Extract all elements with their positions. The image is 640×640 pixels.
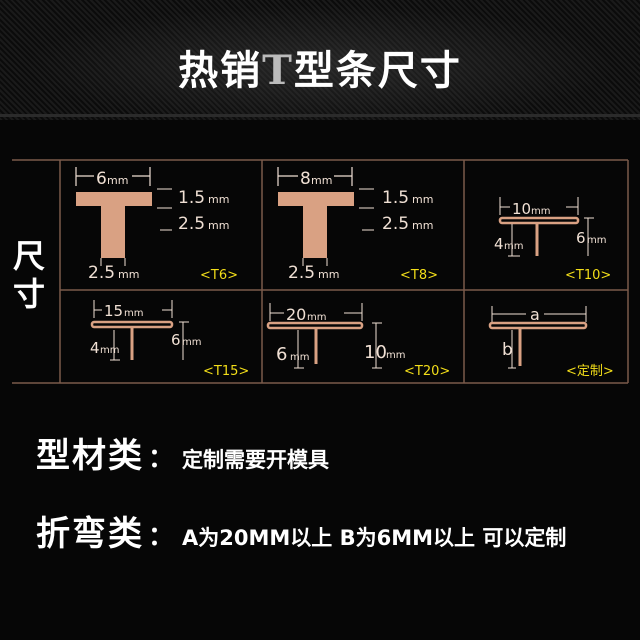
t8-stem-unit: mm	[318, 268, 339, 281]
t6-thick-1-unit: mm	[208, 193, 229, 206]
t20-right-unit: mm	[386, 350, 405, 361]
table-grid	[12, 159, 629, 384]
cell-t8: 8 mm 1.5 mm 2.5 mm 2.5 mm <T8>	[277, 167, 438, 283]
t10-right-unit: mm	[587, 235, 606, 246]
t6-stem-width: 2.5	[88, 263, 115, 283]
t6-top-width: 6	[96, 169, 107, 189]
t10-right-height: 6	[576, 229, 586, 247]
custom-left-height: b	[502, 340, 513, 360]
t6-top-unit: mm	[107, 174, 128, 187]
cell-t10: 10 mm 4 mm 6 mm <T10>	[494, 197, 611, 283]
side-label: 尺 寸	[12, 237, 46, 313]
t6-thick-2-unit: mm	[208, 219, 229, 232]
cell-t20: 20 mm 6 mm 10 mm <T20>	[266, 303, 450, 379]
t15-top-width: 15	[104, 302, 123, 320]
t20-left-unit: mm	[290, 352, 309, 363]
title-post: 型条尺寸	[293, 48, 462, 94]
mold-row-value: 定制需要开模具	[182, 448, 330, 472]
custom-profile-flange	[488, 321, 588, 330]
t20-profile-flange	[266, 321, 364, 330]
t20-right-height: 10	[364, 342, 387, 363]
header-divider	[0, 114, 640, 117]
t15-tag: <T15>	[203, 364, 249, 379]
bend-row-key: 折弯类	[36, 514, 144, 554]
t10-top-unit: mm	[531, 206, 550, 217]
bend-row-value: A为20MM以上 B为6MM以上 可以定制	[182, 526, 567, 550]
custom-tag: <定制>	[566, 364, 614, 379]
mold-row: 型材类： 定制需要开模具	[36, 428, 329, 477]
t8-thick-1-unit: mm	[412, 193, 433, 206]
t20-left-height: 6	[276, 344, 287, 365]
t8-stem-width: 2.5	[288, 263, 315, 283]
t6-stem-unit: mm	[118, 268, 139, 281]
t6-thick-1: 1.5	[178, 188, 205, 208]
t10-left-height: 4	[494, 235, 504, 253]
header-glow	[0, 0, 640, 120]
title-t-letter: T	[262, 47, 294, 94]
t8-top-width: 8	[300, 169, 311, 189]
t15-profile-flange	[90, 320, 174, 329]
t15-right-unit: mm	[182, 337, 201, 348]
t10-left-unit: mm	[504, 241, 523, 252]
t6-thick-2: 2.5	[178, 214, 205, 234]
t8-thick-1: 1.5	[382, 188, 409, 208]
mold-row-colon: ：	[148, 444, 175, 474]
cell-t15: 15 mm 4 mm 6 mm <T15>	[90, 300, 249, 379]
t15-left-height: 4	[90, 339, 100, 357]
t8-profile-flange	[278, 192, 354, 206]
t6-tag: <T6>	[200, 268, 238, 283]
t8-thick-2: 2.5	[382, 214, 409, 234]
title-pre: 热销	[178, 48, 263, 94]
t20-tag: <T20>	[404, 364, 450, 379]
t10-tag: <T10>	[565, 268, 611, 283]
t8-profile-stem	[303, 206, 327, 258]
t10-top-width: 10	[512, 200, 531, 218]
t8-top-unit: mm	[311, 174, 332, 187]
cell-t6: 6 mm 1.5 mm 2.5 mm 2.5 mm <T6>	[75, 167, 238, 283]
t8-thick-2-unit: mm	[412, 219, 433, 232]
custom-top-width: a	[530, 305, 540, 324]
bend-row: 折弯类： A为20MM以上 B为6MM以上 可以定制	[36, 506, 566, 555]
side-label-char-1: 尺	[12, 237, 45, 275]
mold-row-key: 型材类	[36, 436, 144, 476]
t10-profile-flange	[498, 216, 580, 225]
t8-tag: <T8>	[400, 268, 438, 283]
t15-top-unit: mm	[124, 308, 143, 319]
t20-top-unit: mm	[307, 312, 326, 323]
bend-row-colon: ：	[148, 522, 175, 552]
t15-left-unit: mm	[100, 345, 119, 356]
t15-right-height: 6	[171, 331, 181, 349]
t20-top-width: 20	[286, 305, 306, 324]
cell-custom: a b <定制>	[488, 305, 614, 379]
side-label-char-2: 寸	[12, 275, 45, 313]
t6-profile-stem	[101, 206, 125, 258]
page-title: 热销T型条尺寸	[0, 38, 640, 96]
t6-profile-flange	[76, 192, 152, 206]
